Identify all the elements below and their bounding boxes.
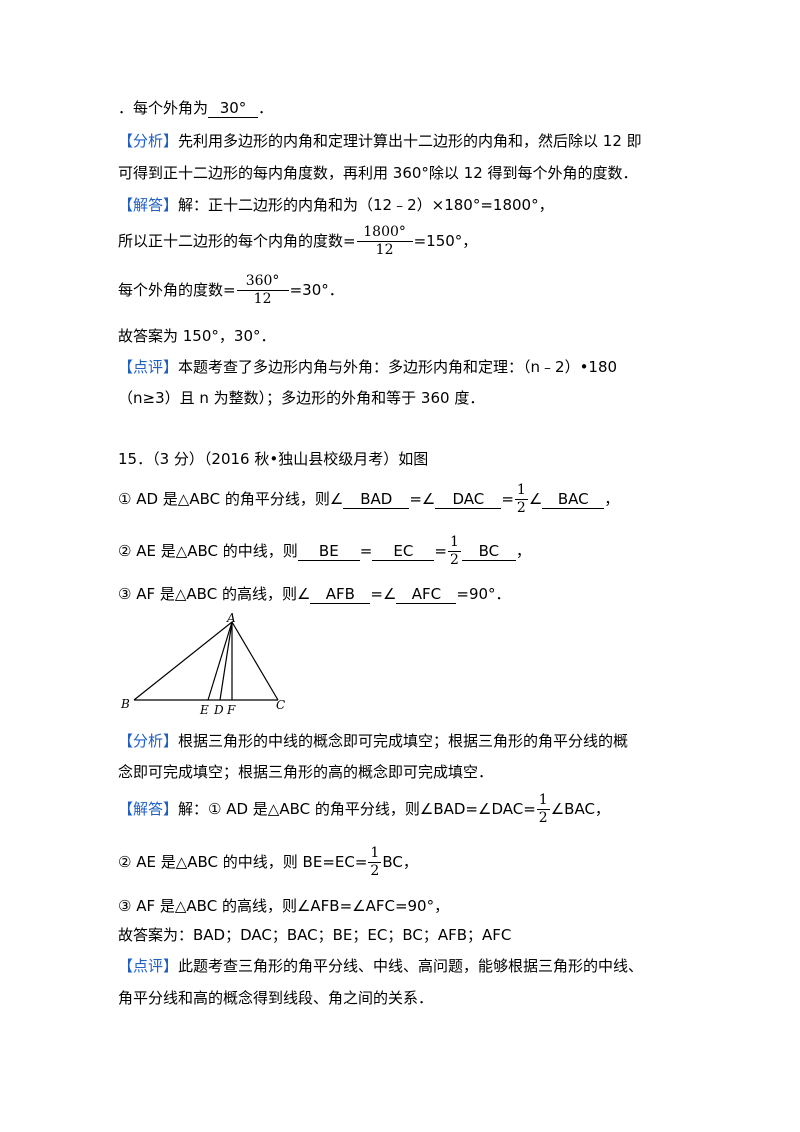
text: ． xyxy=(258,99,274,117)
text: 先利用多边形的内角和定理计算出十二边形的内角和，然后除以 12 即 xyxy=(178,132,642,150)
side-ac xyxy=(231,621,279,701)
text: 此题考查三角形的角平分线、中线、高问题，能够根据三角形的中线、 xyxy=(178,957,644,975)
comment-tag: 【点评】 xyxy=(118,358,179,376)
solution-tag: 【解答】 xyxy=(118,800,179,818)
q15-analysis-1: 【分析】根据三角形的中线的概念即可完成填空；根据三角形的角平分线的概 xyxy=(118,731,628,751)
fraction: 360°12 xyxy=(236,273,289,308)
label-a: A xyxy=(226,612,236,625)
text: BC， xyxy=(382,853,418,871)
answer-blank: DAC xyxy=(435,490,502,509)
question-line-3: ③ AF 是△ABC 的高线，则∠AFB=∠AFC=90°． xyxy=(118,584,511,604)
text: 根据三角形的中线的概念即可完成填空；根据三角形的角平分线的概 xyxy=(178,732,629,750)
text: ．每个外角为 xyxy=(118,99,209,117)
comment-tag: 【点评】 xyxy=(118,957,179,975)
text: = xyxy=(501,490,514,508)
label-f: F xyxy=(226,703,236,717)
answer-blank: EC xyxy=(372,542,435,561)
text: =∠ xyxy=(409,490,436,508)
analysis-tag: 【分析】 xyxy=(118,732,179,750)
bisector-ad xyxy=(219,621,233,701)
text: ， xyxy=(515,542,531,560)
question-header: 15．（3 分）（2016 秋•独山县校级月考）如图 xyxy=(118,450,429,468)
label-b: B xyxy=(120,697,130,711)
answer-blank: BAD xyxy=(343,490,410,509)
text: ② AE 是△ABC 的中线，则 xyxy=(118,542,298,560)
side-ab xyxy=(133,621,233,701)
label-e: E xyxy=(199,703,209,717)
text: ∠BAC， xyxy=(550,800,610,818)
text: ① AD 是△ABC 的角平分线，则∠ xyxy=(118,490,344,508)
fraction: 1800°12 xyxy=(356,224,413,259)
text: = xyxy=(434,542,447,560)
prev-solution-1: 【解答】解：正十二边形的内角和为（12﹣2）×180°=1800°， xyxy=(118,195,554,215)
q15-comment-2: 角平分线和高的概念得到线段、角之间的关系． xyxy=(118,989,434,1007)
answer-blank: AFC xyxy=(396,585,457,604)
denominator: 12 xyxy=(253,291,272,307)
numerator: 1 xyxy=(514,482,528,500)
prev-answer: 故答案为 150°，30°． xyxy=(118,327,276,345)
text: ③ AF 是△ABC 的高线，则∠ xyxy=(118,585,311,603)
answer-blank: 30° xyxy=(208,99,259,118)
denominator: 2 xyxy=(538,810,548,826)
prev-comment-1: 【点评】本题考查了多边形内角与外角：多边形内角和定理：（n﹣2）•180 xyxy=(118,357,617,377)
label-c: C xyxy=(276,698,285,712)
text: 解：① AD 是△ABC 的角平分线，则∠BAD=∠DAC= xyxy=(178,800,536,818)
prev-comment-2: （n≥3）且 n 为整数）；多边形的外角和等于 360 度． xyxy=(118,389,485,407)
numerator: 1 xyxy=(368,845,382,863)
text: =90°． xyxy=(456,585,511,603)
answer-blank: BAC xyxy=(542,490,605,509)
numerator: 1800° xyxy=(356,224,413,242)
denominator: 2 xyxy=(370,863,380,879)
text: =150°， xyxy=(413,232,478,250)
answer-blank: AFB xyxy=(310,585,371,604)
q15-comment-1: 【点评】此题考查三角形的角平分线、中线、高问题，能够根据三角形的中线、 xyxy=(118,956,643,976)
prev-solution-2: 所以正十二边形的每个内角的度数=1800°12=150°， xyxy=(118,222,477,260)
triangle-figure: A B C E D F xyxy=(120,612,285,717)
text: 解：正十二边形的内角和为（12﹣2）×180°=1800°， xyxy=(178,196,554,214)
numerator: 1 xyxy=(447,534,461,552)
text: 每个外角的度数= xyxy=(118,281,236,299)
text: ② AE 是△ABC 的中线，则 BE=EC= xyxy=(118,853,368,871)
text: 本题考查了多边形内角与外角：多边形内角和定理：（n﹣2）•180 xyxy=(178,358,618,376)
text: =∠ xyxy=(370,585,397,603)
q15-analysis-2: 念即可完成填空；根据三角形的高的概念即可完成填空． xyxy=(118,763,494,781)
text: =30°． xyxy=(289,281,344,299)
text: = xyxy=(359,542,373,560)
analysis-tag: 【分析】 xyxy=(118,132,179,150)
answer-blank: BC xyxy=(461,542,516,561)
text: 所以正十二边形的每个内角的度数= xyxy=(118,232,356,250)
label-d: D xyxy=(213,703,224,717)
median-ae xyxy=(207,621,233,701)
prev-analysis-2: 可得到正十二边形的每内角度数，再利用 360°除以 12 得到每个外角的度数． xyxy=(118,164,638,182)
denominator: 2 xyxy=(516,500,526,516)
q15-answer: 故答案为：BAD；DAC；BAC；BE；EC；BC；AFB；AFC xyxy=(118,926,512,944)
numerator: 360° xyxy=(236,273,289,291)
solution-tag: 【解答】 xyxy=(118,196,179,214)
numerator: 1 xyxy=(536,792,550,810)
q15-solution-3: ③ AF 是△ABC 的高线，则∠AFB=∠AFC=90°， xyxy=(118,897,450,915)
denominator: 2 xyxy=(449,552,459,568)
prev-analysis-1: 【分析】先利用多边形的内角和定理计算出十二边形的内角和，然后除以 12 即 xyxy=(118,131,642,151)
answer-blank: BE xyxy=(297,542,360,561)
text: ∠ xyxy=(528,490,543,508)
prev-solution-3: 每个外角的度数=360°12=30°． xyxy=(118,271,344,309)
text: ， xyxy=(604,490,620,508)
denominator: 12 xyxy=(375,242,394,258)
